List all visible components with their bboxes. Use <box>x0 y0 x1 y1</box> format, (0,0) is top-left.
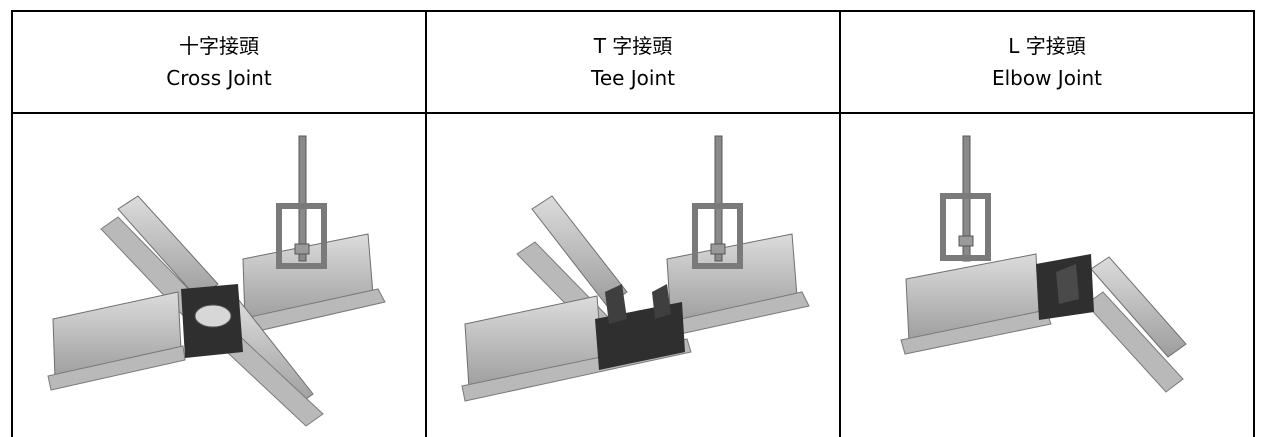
elbow-joint-zh-label: L 字接頭 <box>1008 34 1086 58</box>
elbow-joint-illustration <box>900 135 1187 393</box>
hanger-frame <box>692 203 743 269</box>
connector-plate <box>194 304 232 328</box>
header-cross-joint: 十字接頭 Cross Joint <box>13 11 425 113</box>
tee-connector-tab-right <box>652 284 671 319</box>
cross-joint-zh-label: 十字接頭 <box>179 34 259 58</box>
hanger-nut <box>294 243 310 255</box>
threaded-rod <box>714 135 723 262</box>
cross-joint-en-label: Cross Joint <box>166 66 272 90</box>
rail-right <box>1090 256 1187 358</box>
hanger-nut <box>958 235 974 247</box>
tee-joint-zh-label: T 字接頭 <box>593 34 673 58</box>
column-divider-1 <box>425 10 427 437</box>
elbow-joint-en-label: Elbow Joint <box>991 66 1103 90</box>
threaded-rod <box>298 135 307 262</box>
rail-left-base <box>900 309 1052 355</box>
elbow-connector-tab <box>1056 264 1079 304</box>
elbow-joint-image-cell <box>841 114 1253 437</box>
tee-joint-illustration <box>461 135 810 402</box>
tee-connector-tab-left <box>605 284 627 324</box>
hanger-frame <box>940 193 991 261</box>
header-divider <box>11 112 1255 114</box>
header-tee-joint: T 字接頭 Tee Joint <box>427 11 839 113</box>
hanger-frame <box>276 203 327 269</box>
rail-back-left <box>117 195 219 300</box>
table-top-border <box>11 10 1255 12</box>
table-right-border <box>1253 10 1255 437</box>
rail-left-base <box>47 345 186 391</box>
header-elbow-joint: L 字接頭 Elbow Joint <box>841 11 1253 113</box>
tee-joint-en-label: Tee Joint <box>591 66 675 90</box>
column-divider-2 <box>839 10 841 437</box>
rail-back-left <box>531 195 628 307</box>
tee-joint-image-cell <box>427 114 839 437</box>
hanger-nut <box>710 243 726 255</box>
table-left-border <box>11 10 13 437</box>
cross-joint-image-cell <box>13 114 425 437</box>
rail-right-base <box>1085 291 1184 393</box>
cross-joint-illustration <box>47 135 386 427</box>
